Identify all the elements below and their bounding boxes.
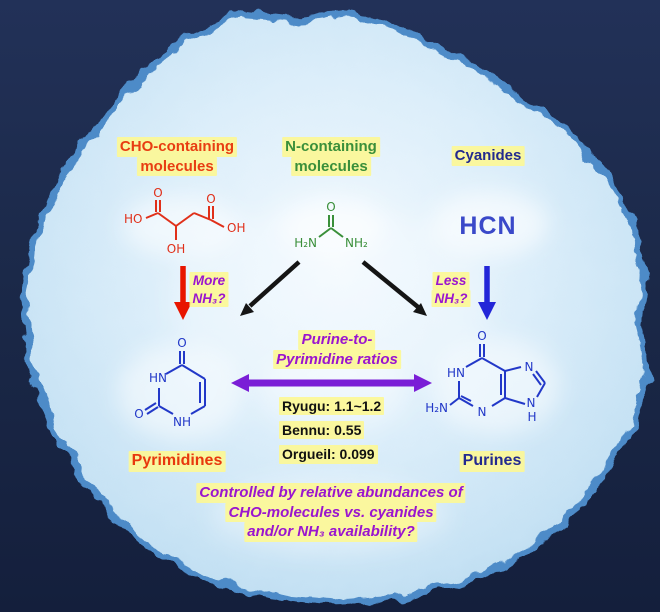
uracil-o-top-label: O bbox=[177, 336, 186, 350]
less-nh3-line1: Less bbox=[432, 272, 470, 290]
cho-header: CHO-containing molecules bbox=[116, 137, 238, 176]
malic-ho-label: HO bbox=[124, 212, 142, 226]
uracil-hn-label: HN bbox=[149, 371, 167, 385]
ratio-title: Purine-to- Pyrimidine ratios bbox=[273, 330, 401, 369]
less-nh3-annotation: Less NH₃? bbox=[431, 272, 471, 308]
ratio-ryugu-text: Ryugu: 1.1~1.2 bbox=[279, 397, 385, 416]
guanine-n-bottomright-label: N bbox=[527, 396, 536, 410]
purines-text: Purines bbox=[459, 451, 525, 472]
pyrimidines-text: Pyrimidines bbox=[128, 451, 226, 472]
ratio-bennu: Bennu: 0.55 bbox=[279, 421, 384, 440]
urea-nh2-label: NH₂ bbox=[345, 236, 368, 250]
hcn-label: HCN bbox=[459, 212, 517, 240]
more-nh3-line2: NH₃? bbox=[189, 289, 229, 308]
guanine-h2n-label: H₂N bbox=[425, 401, 448, 415]
malic-oh-right-label: OH bbox=[227, 221, 245, 235]
footer-line2: CHO-molecules vs. cyanides bbox=[225, 502, 437, 522]
malic-acid-structure: HO O OH O OH bbox=[124, 186, 245, 256]
pyrimidines-label: Pyrimidines bbox=[128, 451, 226, 472]
malic-o-left-label: O bbox=[153, 186, 162, 200]
n-header-line1: N-containing bbox=[282, 137, 380, 157]
uracil-structure: O HN O NH bbox=[134, 336, 206, 429]
footer-line1: Controlled by relative abundances of bbox=[196, 483, 466, 503]
less-nh3-line2: NH₃? bbox=[431, 289, 471, 308]
guanine-hn-label: HN bbox=[447, 366, 465, 380]
ratio-orgueil-text: Orgueil: 0.099 bbox=[279, 445, 378, 464]
black-arrow-right bbox=[361, 260, 427, 316]
uracil-o-left-label: O bbox=[134, 407, 143, 421]
urea-structure: O H₂N NH₂ bbox=[294, 200, 368, 250]
cyanides-header: Cyanides bbox=[451, 146, 525, 166]
guanine-n-topright-label: N bbox=[525, 360, 534, 374]
cho-header-line2: molecules bbox=[137, 156, 217, 176]
ratio-list: Ryugu: 1.1~1.2 Bennu: 0.55 Orgueil: 0.09… bbox=[279, 397, 385, 470]
purines-label: Purines bbox=[459, 451, 525, 472]
ratio-title-line2: Pyrimidine ratios bbox=[273, 349, 401, 369]
guanine-n-bottom-label: N bbox=[478, 405, 487, 419]
guanine-h-label: H bbox=[527, 410, 536, 424]
cyanides-label: Cyanides bbox=[451, 146, 525, 166]
guanine-structure: O HN H₂N N N N H bbox=[425, 329, 546, 424]
urea-h2n-label: H₂N bbox=[294, 236, 317, 250]
black-arrow-left bbox=[240, 260, 301, 316]
ratio-ryugu: Ryugu: 1.1~1.2 bbox=[279, 397, 385, 416]
cho-header-line1: CHO-containing bbox=[116, 137, 238, 157]
red-down-arrow bbox=[174, 266, 192, 320]
n-containing-header: N-containing molecules bbox=[282, 137, 380, 176]
blue-down-arrow bbox=[478, 266, 496, 320]
urea-o-label: O bbox=[326, 200, 335, 214]
hcn-molecule: HCN bbox=[459, 210, 516, 243]
ratio-title-line1: Purine-to- bbox=[298, 330, 376, 350]
malic-oh-bottom-label: OH bbox=[167, 242, 185, 256]
malic-o-top-label: O bbox=[206, 192, 215, 206]
more-nh3-line1: More bbox=[189, 272, 229, 290]
uracil-nh-label: NH bbox=[173, 415, 191, 429]
ratio-bennu-text: Bennu: 0.55 bbox=[279, 421, 365, 440]
footer-question: Controlled by relative abundances of CHO… bbox=[196, 483, 466, 542]
footer-line3: and/or NH₃ availability? bbox=[244, 522, 418, 542]
guanine-o-top-label: O bbox=[477, 329, 486, 343]
n-header-line2: molecules bbox=[291, 156, 371, 176]
more-nh3-annotation: More NH₃? bbox=[189, 272, 229, 308]
purple-double-arrow bbox=[231, 374, 432, 392]
ratio-orgueil: Orgueil: 0.099 bbox=[279, 445, 384, 464]
